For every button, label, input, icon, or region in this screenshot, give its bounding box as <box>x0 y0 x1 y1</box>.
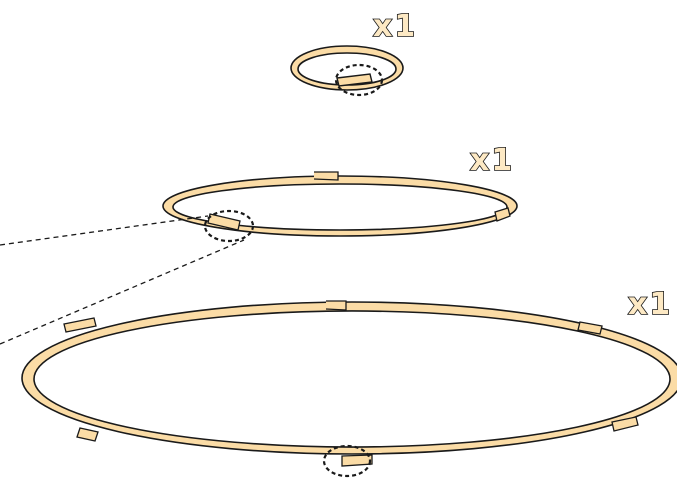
medium-ring-joint-marker <box>203 209 255 243</box>
medium-ring-seam-top <box>313 171 339 181</box>
large-ring-seam-bottom <box>341 454 373 467</box>
small-ring-band <box>290 45 404 91</box>
large-ring: x1 <box>21 286 677 478</box>
large-ring-band <box>21 301 677 455</box>
callout-leader-upper <box>0 215 209 246</box>
large-ring-quantity-label: x1 <box>628 287 672 322</box>
large-ring-seam-top <box>325 300 347 311</box>
medium-ring-band <box>162 175 518 237</box>
medium-ring-seam-right <box>494 207 511 222</box>
small-ring: x1 <box>290 8 417 97</box>
large-ring-joint-marker <box>322 444 372 478</box>
large-ring-seam-left-top <box>63 317 97 333</box>
large-ring-seam-right-bottom <box>611 416 639 432</box>
large-ring-seam-left-bottom <box>76 427 99 442</box>
small-ring-overlap-seam <box>336 73 373 87</box>
medium-ring: x1 <box>162 142 518 243</box>
large-ring-seam-right-top <box>577 321 603 335</box>
medium-ring-seam-left <box>207 213 241 231</box>
small-ring-joint-marker <box>334 63 384 97</box>
callout-leader-lines <box>0 215 245 345</box>
medium-ring-quantity-label: x1 <box>470 143 514 178</box>
small-ring-quantity-label: x1 <box>373 9 417 44</box>
